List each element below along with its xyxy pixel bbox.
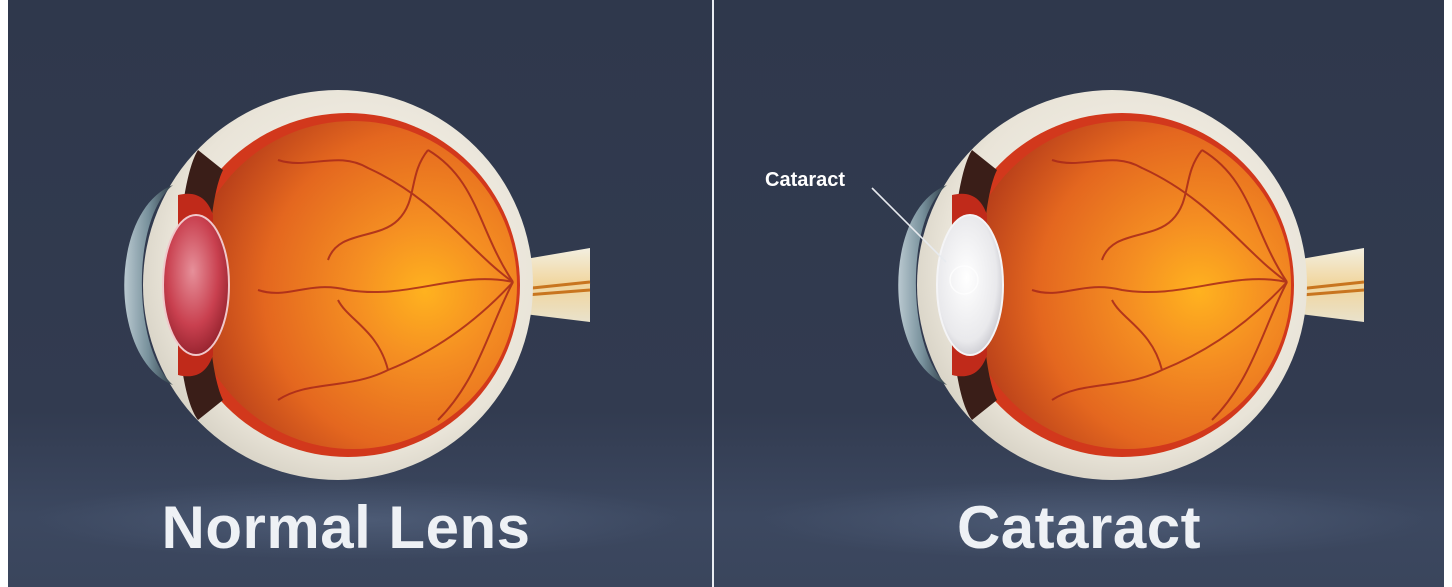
vitreous-body (189, 121, 517, 449)
normal-lens-panel: Normal Lens (8, 0, 712, 587)
panel-caption: Cataract (714, 498, 1444, 558)
panel-caption: Normal Lens (8, 498, 698, 558)
cloudy-lens (937, 215, 1003, 355)
clear-lens (163, 215, 229, 355)
cataract-callout-label: Cataract (765, 170, 845, 190)
cataract-panel: Cataract Cataract (714, 0, 1444, 587)
vitreous-body (963, 121, 1291, 449)
